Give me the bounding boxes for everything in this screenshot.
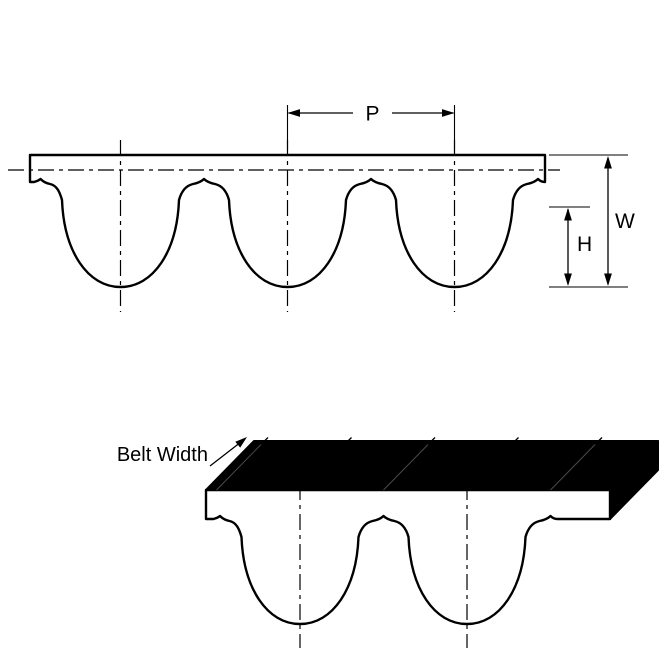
belt-front-face xyxy=(204,488,612,626)
back-edge-tick-5 xyxy=(594,437,603,445)
width-arrow-top-icon xyxy=(604,156,612,169)
dimension-width: W xyxy=(549,154,635,288)
belt-top-face xyxy=(205,440,659,491)
height-label: H xyxy=(577,233,592,256)
height-arrow-bottom-icon xyxy=(564,273,572,286)
back-edge-tick-1 xyxy=(260,437,269,445)
back-edge-tick-4 xyxy=(511,437,519,445)
profile-section-view: P W H xyxy=(8,103,635,312)
width-label: W xyxy=(615,210,635,233)
width-arrow-bottom-icon xyxy=(604,273,612,286)
top-seam-line-3 xyxy=(550,440,599,491)
belt-end-face xyxy=(609,440,659,520)
top-seam-line-1 xyxy=(216,440,265,491)
pitch-arrow-left-icon xyxy=(287,109,300,117)
back-edge-tick-2 xyxy=(344,437,352,445)
pitch-label: P xyxy=(365,103,379,126)
height-arrow-top-icon xyxy=(564,208,572,221)
belt-width-leader-line xyxy=(209,442,240,467)
back-edge-tick-3 xyxy=(427,437,436,445)
belt-width-annotation: Belt Width xyxy=(117,437,247,467)
belt-width-label: Belt Width xyxy=(117,444,208,466)
perspective-view: Belt Width xyxy=(117,437,659,648)
belt-width-arrow-icon xyxy=(235,437,247,448)
dimension-height: H xyxy=(549,206,592,286)
pitch-arrow-right-icon xyxy=(442,109,455,117)
dimension-pitch: P xyxy=(286,103,456,150)
top-seam-line-2 xyxy=(383,440,432,491)
